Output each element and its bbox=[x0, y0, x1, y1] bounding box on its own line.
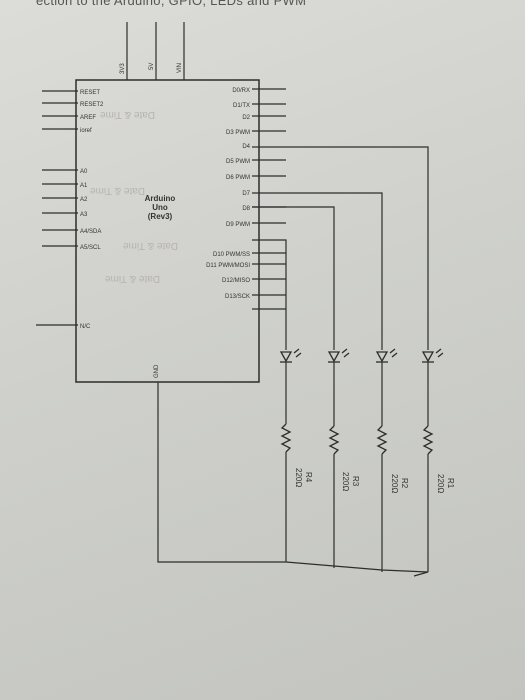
right-pin-lines bbox=[252, 88, 286, 310]
led-1-icon bbox=[421, 351, 435, 363]
pin-label-vin: VIN bbox=[177, 63, 183, 73]
resistor-2-icon bbox=[376, 425, 388, 455]
watermark-1: Date & Time bbox=[100, 109, 155, 120]
pin-label-d0: D0/RX bbox=[232, 88, 250, 94]
board-title-line2: Uno bbox=[152, 203, 168, 212]
pin-label-d7: D7 bbox=[242, 191, 250, 197]
r1-name: R1 bbox=[446, 478, 455, 489]
pin-label-a2: A2 bbox=[80, 197, 88, 203]
led-r3-branch bbox=[327, 348, 350, 568]
pin-label-aref: AREF bbox=[80, 115, 96, 121]
r1-value: 220Ω bbox=[436, 474, 445, 493]
board-title-line3: (Rev3) bbox=[148, 212, 173, 221]
caption-text: ection to the Arduino, GPIO, LEDs and PW… bbox=[36, 0, 307, 8]
pin-label-gnd: GND bbox=[154, 364, 160, 378]
pin-label-a0: A0 bbox=[80, 169, 88, 175]
pin-label-d5: D5 PWM bbox=[226, 159, 250, 165]
pin-label-a4-sda: A4/SDA bbox=[80, 229, 101, 235]
resistor-3-icon bbox=[328, 425, 340, 455]
pin-label-d9: D9 PWM bbox=[226, 222, 250, 228]
pin-label-d1: D1/TX bbox=[233, 103, 250, 109]
resistor-1-icon bbox=[422, 425, 434, 455]
pin-label-d6: D6 PWM bbox=[226, 175, 250, 181]
watermark-4: Date & Time bbox=[105, 273, 160, 284]
board-title-line1: Arduino bbox=[145, 194, 176, 203]
r2-name: R2 bbox=[400, 478, 409, 489]
pin-label-reset2: RESET2 bbox=[80, 102, 104, 108]
watermark-3: Date & Time bbox=[123, 240, 178, 251]
led-r1-branch bbox=[421, 348, 444, 572]
led-r4-branch bbox=[279, 348, 302, 562]
pin-label-d8: D8 bbox=[242, 206, 250, 212]
pin-label-d3: D3 PWM bbox=[226, 130, 250, 136]
arduino-board bbox=[75, 79, 260, 383]
r2-value: 220Ω bbox=[390, 474, 399, 493]
pin-label-a5-scl: A5/SCL bbox=[80, 245, 101, 251]
r4-name: R4 bbox=[304, 472, 313, 483]
r3-name: R3 bbox=[351, 476, 360, 487]
signal-wires bbox=[252, 146, 429, 350]
pin-label-d10: D10 PWM/SS bbox=[213, 252, 250, 258]
pin-label-d13: D13/SCK bbox=[225, 294, 250, 300]
caption-fragment: ection to the Arduino, GPIO, LEDs and PW… bbox=[0, 0, 525, 14]
pin-label-d2: D2 bbox=[242, 115, 250, 121]
led-2-icon bbox=[375, 351, 389, 363]
led-4-icon bbox=[279, 351, 293, 363]
resistor-labels: R1 220Ω R2 220Ω R3 220Ω R4 220Ω bbox=[294, 468, 455, 493]
pin-label-d12: D12/MISO bbox=[222, 278, 250, 284]
top-pin-lines bbox=[126, 22, 185, 80]
pin-label-ioref: ioref bbox=[80, 128, 92, 134]
led-3-icon bbox=[327, 351, 341, 363]
pin-label-a3: A3 bbox=[80, 212, 88, 218]
watermark-2: Date & Time bbox=[90, 185, 145, 196]
r3-value: 220Ω bbox=[341, 472, 350, 491]
pin-label-d11: D11 PWM/MOSI bbox=[206, 263, 250, 269]
pin-label-a1: A1 bbox=[80, 183, 88, 189]
pin-label-5v: 5V bbox=[149, 63, 155, 70]
pin-label-d4: D4 bbox=[242, 144, 250, 150]
pin-label-reset: RESET bbox=[80, 90, 100, 96]
pin-label-3v3: 3V3 bbox=[120, 63, 126, 74]
left-pin-lines bbox=[36, 90, 78, 326]
led-r2-branch bbox=[375, 348, 398, 572]
resistor-4-icon bbox=[280, 423, 292, 453]
pin-label-nc: N/C bbox=[80, 324, 91, 330]
ground-bus bbox=[157, 382, 429, 577]
r4-value: 220Ω bbox=[294, 468, 303, 487]
watermarks: Date & Time Date & Time Date & Time Date… bbox=[90, 109, 178, 284]
